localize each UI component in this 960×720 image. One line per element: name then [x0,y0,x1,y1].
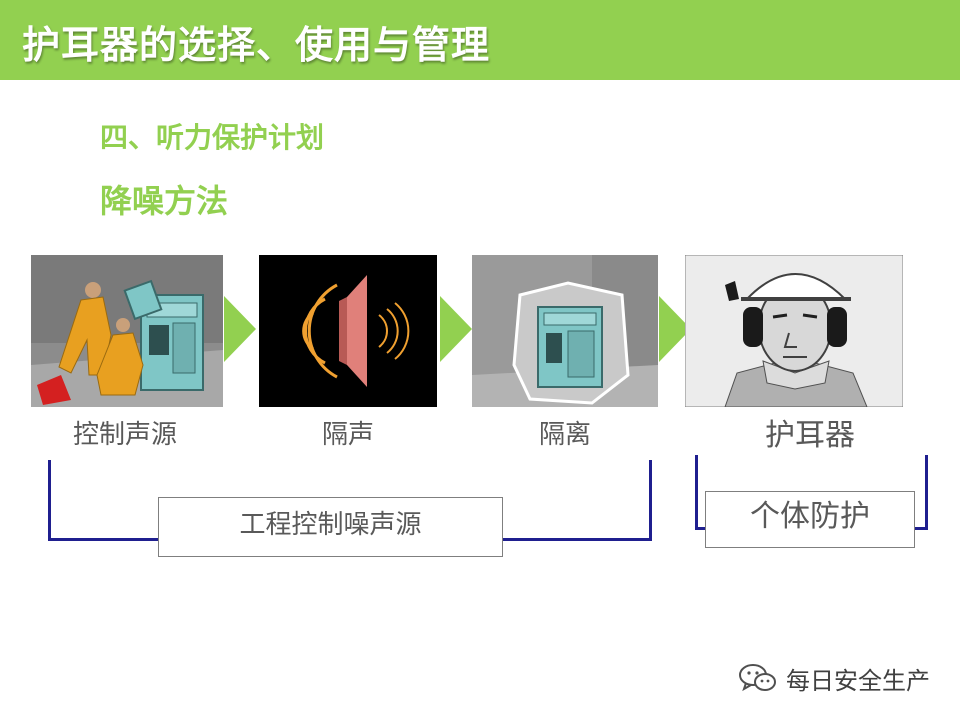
section-heading: 四、听力保护计划 [100,121,325,154]
step-label-ear-protector: 护耳器 [765,418,855,453]
section-subheading: 降噪方法 [100,182,229,220]
step-label-sound-insulation: 隔声 [321,420,374,450]
step-label-control-source: 控制声源 [72,420,177,450]
flow-arrow-1 [224,296,256,362]
watermark: 每日安全生产 [738,660,930,696]
enclosed-machine-image [472,255,658,407]
watermark-text: 每日安全生产 [786,666,930,695]
wechat-icon [739,664,776,692]
engineering-control-box: 工程控制噪声源 [158,497,503,557]
sound-barrier-image [259,255,437,407]
personal-protection-box: 个体防护 [705,491,915,548]
flow-arrow-2 [440,296,472,362]
workers-at-machine-image [31,255,223,407]
page-title: 护耳器的选择、使用与管理 [22,23,491,67]
worker-with-earmuffs-image [685,255,903,407]
step-label-isolation: 隔离 [538,420,591,450]
title-bar: 护耳器的选择、使用与管理 [0,0,960,80]
